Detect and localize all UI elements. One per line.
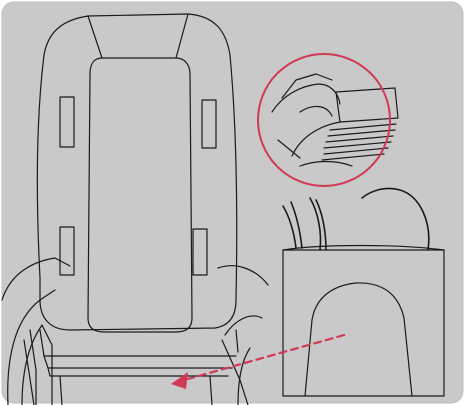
illustration-stage bbox=[0, 0, 465, 405]
background-panel bbox=[2, 2, 463, 403]
assembly-illustration bbox=[0, 0, 465, 405]
